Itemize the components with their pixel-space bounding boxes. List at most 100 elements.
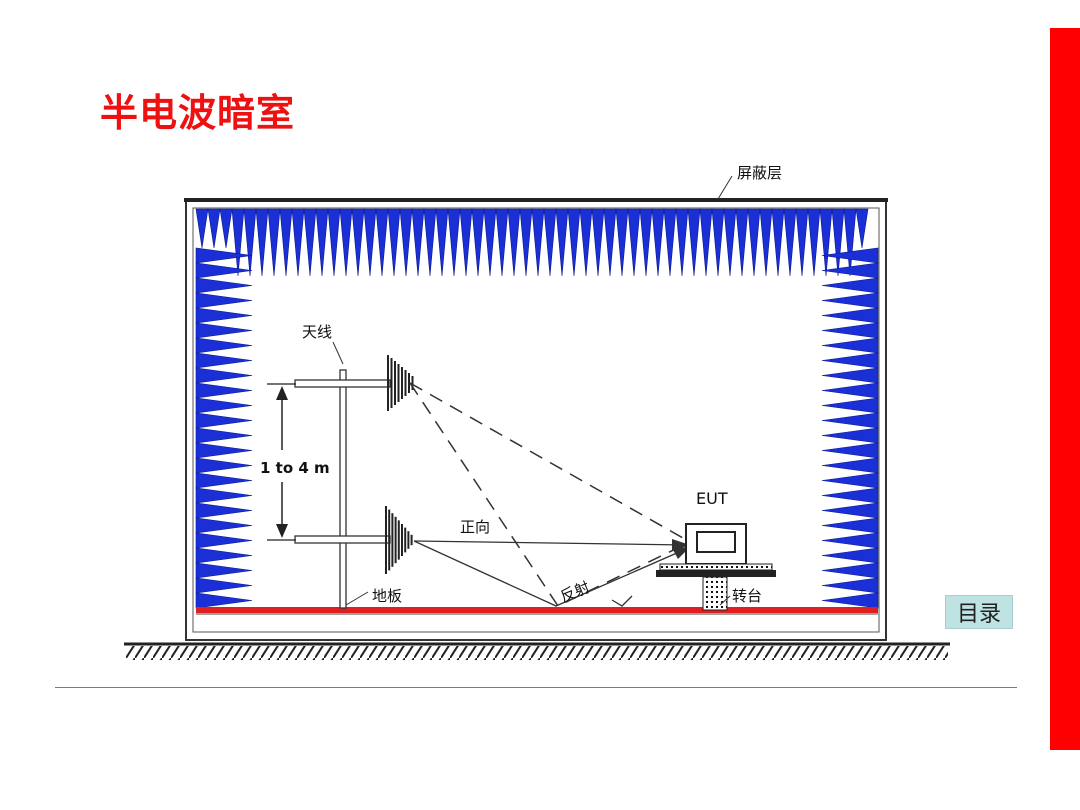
left-wall-absorber-cone	[195, 262, 253, 279]
left-wall-absorber-cone	[195, 307, 253, 324]
right-wall-absorber-cone	[821, 487, 879, 504]
ceiling-absorber-cone	[279, 208, 293, 277]
right-wall-absorber-cone	[821, 352, 879, 369]
turntable-label: 转台	[732, 587, 762, 605]
ceiling-absorber-cone	[855, 208, 869, 249]
ceiling-absorber-cone	[555, 208, 569, 277]
right-wall-absorber-cone	[821, 382, 879, 399]
right-wall-absorber-cone	[821, 592, 879, 609]
left-wall-absorber-cone	[195, 397, 253, 414]
ceiling-absorber-cone	[411, 208, 425, 277]
turntable-top	[659, 563, 773, 571]
left-wall-absorber-cone	[195, 247, 253, 264]
ceiling-absorber-cone	[591, 208, 605, 277]
left-wall-absorber-cone	[195, 592, 253, 609]
eut-label: EUT	[696, 489, 728, 508]
left-wall-absorber-cone	[195, 382, 253, 399]
ceiling-absorber-cone	[243, 208, 257, 277]
ceiling-absorber-cone	[327, 208, 341, 277]
slide-title: 半电波暗室	[100, 91, 296, 135]
left-wall-absorber-cone	[195, 517, 253, 534]
ceiling-absorber-cone	[531, 208, 545, 277]
ceiling-absorber-cone	[603, 208, 617, 277]
ceiling-absorber-cone	[567, 208, 581, 277]
right-wall-absorber-cone	[821, 262, 879, 279]
left-wall-absorber-cone	[195, 472, 253, 489]
ceiling-absorber-cone	[639, 208, 653, 277]
ground-hatch	[126, 646, 948, 660]
ceiling-absorber-cone	[747, 208, 761, 277]
ceiling-absorber-cone	[675, 208, 689, 277]
direct-ray	[413, 540, 687, 546]
ceiling-absorber-cone	[195, 208, 209, 249]
left-wall-absorber-cone	[195, 487, 253, 504]
left-wall-absorber-cone	[195, 322, 253, 339]
ceiling-absorber-cone	[255, 208, 269, 277]
left-wall-absorber-cone	[195, 277, 253, 294]
accent-side-bar	[1050, 28, 1080, 750]
ceiling-absorber-cone	[423, 208, 437, 277]
floor-label: 地板	[372, 587, 402, 605]
ceiling-absorber-cone	[315, 208, 329, 277]
ceiling-absorber-cone	[291, 208, 305, 277]
ceiling-absorber-cone	[831, 208, 845, 277]
lower-log-periodic-antenna	[385, 506, 413, 574]
left-wall-absorber-cone	[195, 367, 253, 384]
right-wall-absorber-cone	[821, 502, 879, 519]
ceiling-absorber-cone	[735, 208, 749, 277]
eut-screen	[696, 531, 736, 553]
right-wall-absorber-cone	[821, 457, 879, 474]
ceiling-absorber-cone	[219, 208, 233, 249]
ceiling-absorber-cone	[459, 208, 473, 277]
ceiling-absorber-cone	[723, 208, 737, 277]
right-wall-absorber-cone	[821, 307, 879, 324]
left-wall-absorber-cone	[195, 412, 253, 429]
ceiling-absorber-cone	[339, 208, 353, 277]
ceiling-absorber-cone	[519, 208, 533, 277]
reflection-marker	[611, 595, 633, 607]
right-wall-absorber-cone	[821, 292, 879, 309]
right-wall-absorber-cone	[821, 337, 879, 354]
ceiling-absorber-cone	[435, 208, 449, 277]
left-wall-absorber-cone	[195, 442, 253, 459]
left-wall-absorber-cone	[195, 352, 253, 369]
left-wall-absorber-cone	[195, 337, 253, 354]
ceiling-absorber-cone	[399, 208, 413, 277]
right-wall-absorber-cone	[821, 547, 879, 564]
left-wall-absorber-cone	[195, 292, 253, 309]
dimension-up-arrow	[276, 386, 288, 400]
right-wall-absorber-cone	[821, 367, 879, 384]
ceiling-absorber-cone	[795, 208, 809, 277]
right-wall-absorber-cone	[821, 577, 879, 594]
ceiling-absorber-cone	[771, 208, 785, 277]
left-wall-absorber-cone	[195, 427, 253, 444]
ceiling-absorber-cone	[627, 208, 641, 277]
table-of-contents-button[interactable]: 目录	[945, 595, 1013, 629]
lower-antenna-boom	[294, 535, 391, 544]
ceiling-absorber-cone	[351, 208, 365, 277]
ceiling-absorber-cone	[303, 208, 317, 277]
ceiling-absorber-cone	[387, 208, 401, 277]
ceiling-absorber-cone	[543, 208, 557, 277]
ceiling-absorber-cone	[207, 208, 221, 249]
ceiling-absorber-cone	[447, 208, 461, 277]
shield-layer-label: 屏蔽层	[737, 164, 782, 182]
ceiling-absorber-cone	[663, 208, 677, 277]
ceiling-absorber-cone	[819, 208, 833, 277]
left-wall-absorber-cone	[195, 547, 253, 564]
turntable-label-leader	[719, 595, 731, 606]
ceiling-absorber-cone	[687, 208, 701, 277]
left-wall-absorber-cone	[195, 562, 253, 579]
ceiling-absorber-cone	[783, 208, 797, 277]
ceiling-absorber-cone	[651, 208, 665, 277]
ceiling-absorber-cone	[711, 208, 725, 277]
turntable-pedestal	[702, 576, 728, 611]
shield-label-leader	[717, 175, 733, 200]
footer-divider	[55, 687, 1017, 688]
right-wall-absorber-cone	[821, 427, 879, 444]
left-wall-absorber-cone	[195, 577, 253, 594]
right-wall-absorber-cone	[821, 322, 879, 339]
right-wall-absorbers	[821, 247, 879, 609]
ceiling-absorber-cone	[579, 208, 593, 277]
